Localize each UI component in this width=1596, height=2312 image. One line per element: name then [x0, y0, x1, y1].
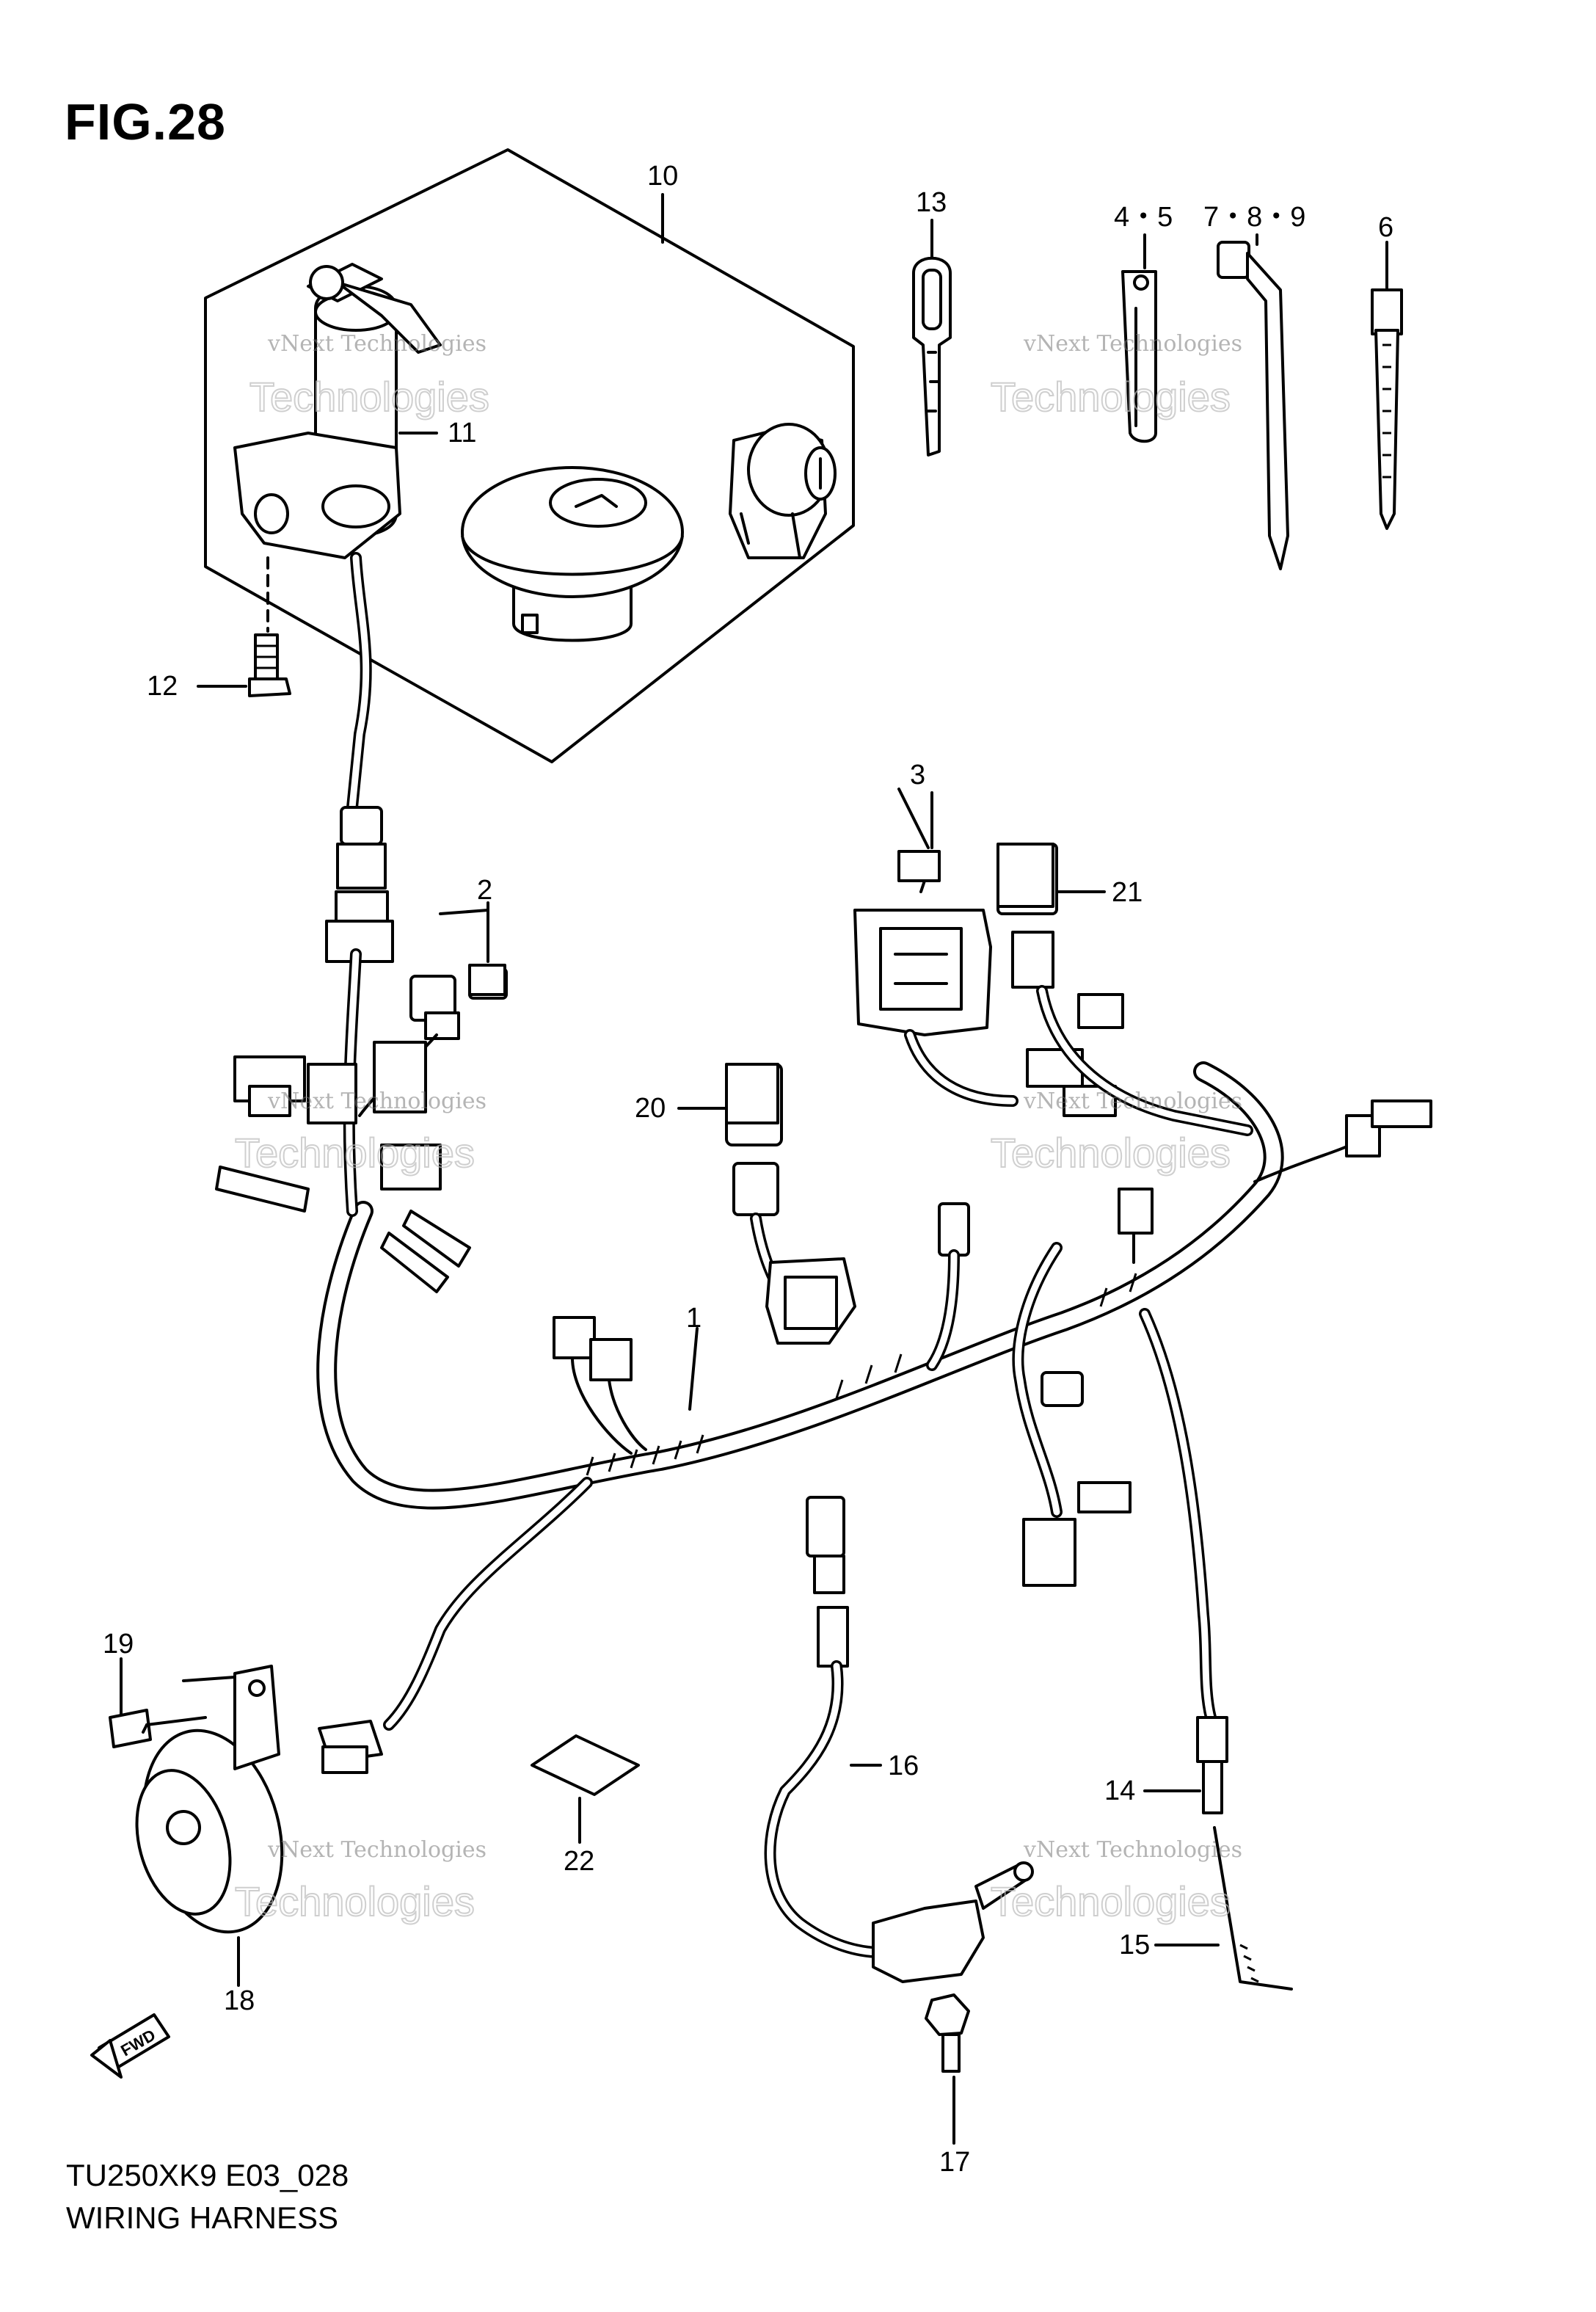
watermark-text: vNext Technologies — [267, 1837, 487, 1863]
callout-11: 11 — [448, 418, 476, 448]
item-22-label-plate — [531, 1734, 640, 1844]
leader-lines — [142, 788, 1220, 1987]
figure-title: FIG.28 — [65, 93, 226, 150]
callout-15: 15 — [1119, 1930, 1150, 1960]
side-stand-switch-branch — [764, 1496, 1034, 1983]
callout-4-5: 4・5 — [1114, 202, 1173, 233]
callout-6: 6 — [1378, 212, 1393, 243]
horn — [109, 1657, 284, 1934]
mid-right-connectors — [1012, 1242, 1132, 1587]
watermark-text: Technologies — [991, 374, 1231, 420]
ignition-kit-group — [204, 148, 855, 763]
key — [912, 219, 952, 457]
watermark-text: Technologies — [991, 1878, 1231, 1924]
fwd-arrow-icon: FWD — [90, 2013, 170, 2079]
callout-21: 21 — [1112, 877, 1143, 908]
watermarks: vNext Technologies Technologies vNext Te… — [234, 331, 1242, 1925]
callout-16: 16 — [888, 1751, 919, 1781]
callout-12: 12 — [147, 671, 178, 702]
watermark-text: Technologies — [235, 1130, 475, 1176]
diagram-name: WIRING HARNESS — [66, 2200, 339, 2235]
main-harness — [316, 1061, 1284, 1510]
callout-2: 2 — [477, 875, 492, 906]
model-code: TU250XK9 E03_028 — [66, 2158, 349, 2192]
callout-labels: 10 11 12 13 4・5 7・8・9 6 2 3 21 20 1 19 1… — [103, 161, 1393, 2178]
ignition-switch — [233, 263, 442, 559]
watermark-text: Technologies — [249, 374, 489, 420]
watermark-text: vNext Technologies — [1023, 1088, 1242, 1114]
watermark-text: vNext Technologies — [267, 331, 487, 357]
watermark-text: Technologies — [991, 1130, 1231, 1176]
callout-22: 22 — [564, 1846, 594, 1877]
callout-13: 13 — [916, 187, 947, 218]
upper-right-connector-block — [853, 791, 1432, 1264]
bolt-17 — [925, 1993, 970, 2145]
screw-12 — [197, 556, 291, 697]
seat-lock — [729, 423, 837, 559]
callout-18: 18 — [224, 1985, 255, 2016]
clamp — [1121, 233, 1157, 443]
cable-tie — [1371, 241, 1403, 530]
clamp-tie — [1217, 233, 1289, 570]
callout-10: 10 — [647, 161, 678, 192]
watermark-text: vNext Technologies — [267, 1088, 487, 1114]
callout-17: 17 — [939, 2147, 970, 2178]
horn-branch — [318, 1477, 593, 1774]
ignition-branch — [325, 552, 394, 963]
callout-3: 3 — [910, 760, 925, 790]
watermark-text: Technologies — [235, 1878, 475, 1924]
callout-7-8-9: 7・8・9 — [1203, 202, 1305, 233]
sensor-14-branch — [1139, 1308, 1293, 1991]
callout-1: 1 — [686, 1303, 702, 1334]
watermark-text: vNext Technologies — [1023, 331, 1242, 357]
callout-19: 19 — [103, 1629, 134, 1660]
callout-14: 14 — [1104, 1775, 1135, 1806]
fuel-cap — [461, 466, 684, 642]
relays — [468, 843, 1054, 1124]
watermark-text: vNext Technologies — [1023, 1837, 1242, 1863]
callout-20: 20 — [635, 1093, 666, 1124]
